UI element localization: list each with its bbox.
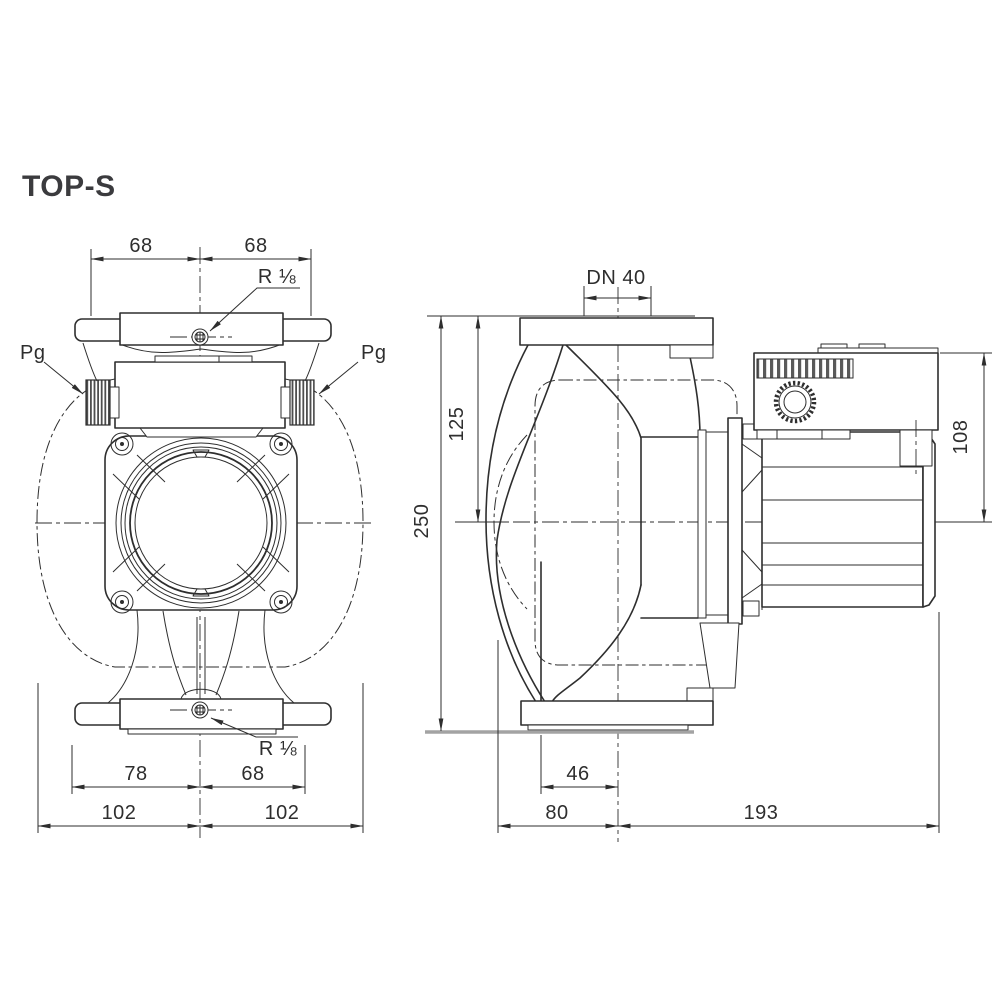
page-title: TOP-S: [22, 170, 116, 203]
dim-label: 80: [545, 802, 568, 824]
annotation-gland-left: Pg: [20, 342, 84, 395]
terminal-box-side: [753, 343, 939, 474]
top-flange-front: [74, 312, 332, 346]
cable-gland-right: [280, 379, 315, 426]
dim-label: 193: [744, 802, 779, 824]
dim-label: 68: [244, 235, 267, 257]
under-box-fittings: [756, 420, 933, 474]
dim-depth-80-193: 80 193: [497, 612, 940, 833]
dim-label: 68: [129, 235, 152, 257]
gland-casting-curves: [82, 342, 320, 382]
lower-neck-casting: [107, 609, 295, 704]
dim-label: 78: [124, 763, 147, 785]
speed-selector-knob-icon: [773, 380, 817, 424]
bolt-icon: [269, 432, 293, 456]
thread-label: R ⅛: [258, 266, 296, 288]
pump-housing-plate: [104, 435, 298, 611]
top-flange-side: [519, 317, 714, 359]
dim-base-102-102: 102 102: [37, 683, 364, 833]
bottom-flange-side: [520, 687, 714, 731]
dim-bottom-78-68: 78 68: [71, 745, 306, 794]
side-view: DN 40 250 125 108 46 80 19: [411, 267, 992, 842]
bolt-icon: [269, 590, 293, 614]
vent-screw-bottom-icon: [191, 701, 209, 719]
dim-label: 250: [411, 504, 433, 539]
clamp-assembly: [697, 417, 763, 625]
dim-height-250: 250: [411, 315, 444, 732]
dim-height-125: 125: [446, 315, 508, 523]
plate-corner-chamfers: [112, 454, 290, 592]
vent-screw-top-icon: [191, 328, 209, 346]
bolt-icon: [110, 432, 134, 456]
thread-label: R ⅛: [259, 738, 297, 760]
dim-label: 46: [566, 763, 589, 785]
dim-offset-46: 46: [540, 735, 619, 794]
annotation-gland-right: Pg: [318, 342, 386, 395]
motor-body: [761, 431, 936, 608]
dim-label: 108: [950, 420, 972, 455]
bolt-icon: [110, 590, 134, 614]
annotation-thread-bottom: R ⅛: [210, 717, 298, 760]
dim-top-68-68: 68 68: [90, 235, 312, 316]
volute-body: [485, 344, 701, 703]
mounting-bracket: [139, 427, 264, 438]
dim-box-108: 108: [935, 352, 992, 523]
dim-label: 68: [241, 763, 264, 785]
dim-label: 125: [446, 407, 468, 442]
front-view: 68 68 R ⅛ R ⅛ Pg Pg 78 68: [20, 235, 386, 838]
terminal-box-front: [114, 355, 286, 429]
clamp-ring-teeth: [741, 423, 763, 617]
gland-label: Pg: [361, 342, 386, 364]
dim-port-dn40: DN 40: [583, 267, 652, 316]
annotation-thread-top: R ⅛: [209, 266, 300, 332]
bottom-flange-front: [74, 698, 332, 735]
vent-ribs-icon: [756, 358, 854, 379]
cable-gland-left: [85, 379, 120, 426]
flange-bolts: [110, 432, 293, 614]
dim-label: 102: [102, 802, 137, 824]
pump-housing-circles: [115, 437, 287, 609]
dim-label: 102: [265, 802, 300, 824]
gland-label: Pg: [20, 342, 45, 364]
motor-support-bracket: [699, 622, 740, 689]
dim-label: DN 40: [586, 267, 645, 289]
